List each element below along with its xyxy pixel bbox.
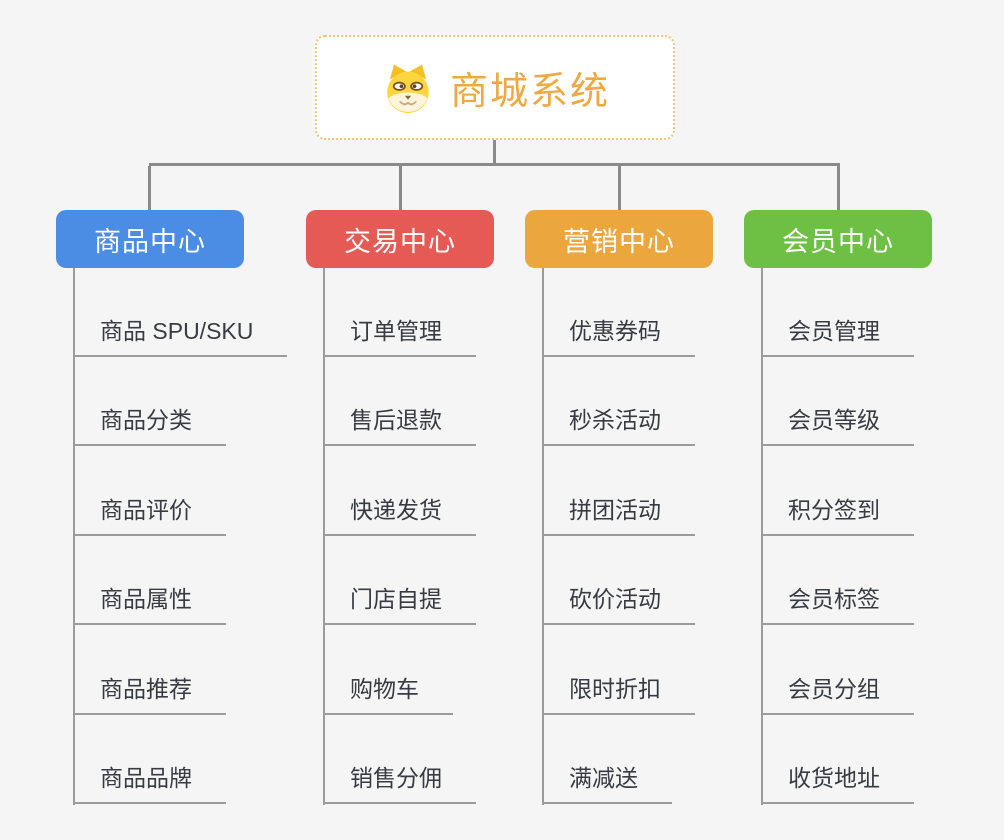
leaf-node[interactable]: 砍价活动 [542, 583, 695, 625]
leaf-node[interactable]: 商品分类 [73, 404, 226, 446]
leaf-node[interactable]: 会员管理 [761, 315, 914, 357]
branch-stub-connector [618, 166, 621, 210]
branch-column-product: 商品 SPU/SKU 商品分类 商品评价 商品属性 商品推荐 商品品牌 [73, 268, 303, 813]
leaf-node[interactable]: 限时折扣 [542, 673, 695, 715]
leaf-node[interactable]: 门店自提 [323, 583, 476, 625]
leaf-node[interactable]: 商品推荐 [73, 673, 226, 715]
branch-column-member: 会员管理 会员等级 积分签到 会员标签 会员分组 收货地址 [761, 268, 991, 813]
branch-stub-connector [399, 166, 402, 210]
column-trunk-line [73, 268, 75, 805]
leaf-node[interactable]: 商品评价 [73, 494, 226, 536]
branch-stub-connector [837, 166, 840, 210]
branch-column-trade: 订单管理 售后退款 快递发货 门店自提 购物车 销售分佣 [323, 268, 553, 813]
leaf-node[interactable]: 快递发货 [323, 494, 476, 536]
column-trunk-line [542, 268, 544, 805]
leaf-node[interactable]: 商品属性 [73, 583, 226, 625]
column-trunk-line [323, 268, 325, 805]
column-trunk-line [761, 268, 763, 805]
branch-stub-connector [148, 166, 151, 210]
branch-spine-connector [149, 163, 840, 166]
leaf-node[interactable]: 销售分佣 [323, 762, 476, 804]
leaf-node[interactable]: 订单管理 [323, 315, 476, 357]
branch-column-marketing: 优惠券码 秒杀活动 拼团活动 砍价活动 限时折扣 满减送 [542, 268, 772, 813]
leaf-node[interactable]: 积分签到 [761, 494, 914, 536]
leaf-node[interactable]: 商品品牌 [73, 762, 226, 804]
leaf-node[interactable]: 满减送 [542, 762, 672, 804]
leaf-node[interactable]: 会员标签 [761, 583, 914, 625]
root-node[interactable]: 商城系统 [315, 35, 675, 140]
leaf-node[interactable]: 优惠券码 [542, 315, 695, 357]
leaf-node[interactable]: 秒杀活动 [542, 404, 695, 446]
leaf-node[interactable]: 购物车 [323, 673, 453, 715]
leaf-node[interactable]: 商品 SPU/SKU [73, 315, 288, 357]
leaf-node[interactable]: 收货地址 [761, 762, 914, 804]
root-stem-connector [493, 140, 496, 166]
branch-node-trade[interactable]: 交易中心 [306, 210, 494, 268]
branch-node-product[interactable]: 商品中心 [56, 210, 244, 268]
leaf-node[interactable]: 拼团活动 [542, 494, 695, 536]
shiba-dog-icon [387, 64, 429, 113]
leaf-node[interactable]: 会员等级 [761, 404, 914, 446]
leaf-node[interactable]: 售后退款 [323, 404, 476, 446]
root-title: 商城系统 [449, 71, 610, 113]
branch-node-marketing[interactable]: 营销中心 [525, 210, 713, 268]
branch-node-member[interactable]: 会员中心 [744, 210, 932, 268]
leaf-node[interactable]: 会员分组 [761, 673, 914, 715]
